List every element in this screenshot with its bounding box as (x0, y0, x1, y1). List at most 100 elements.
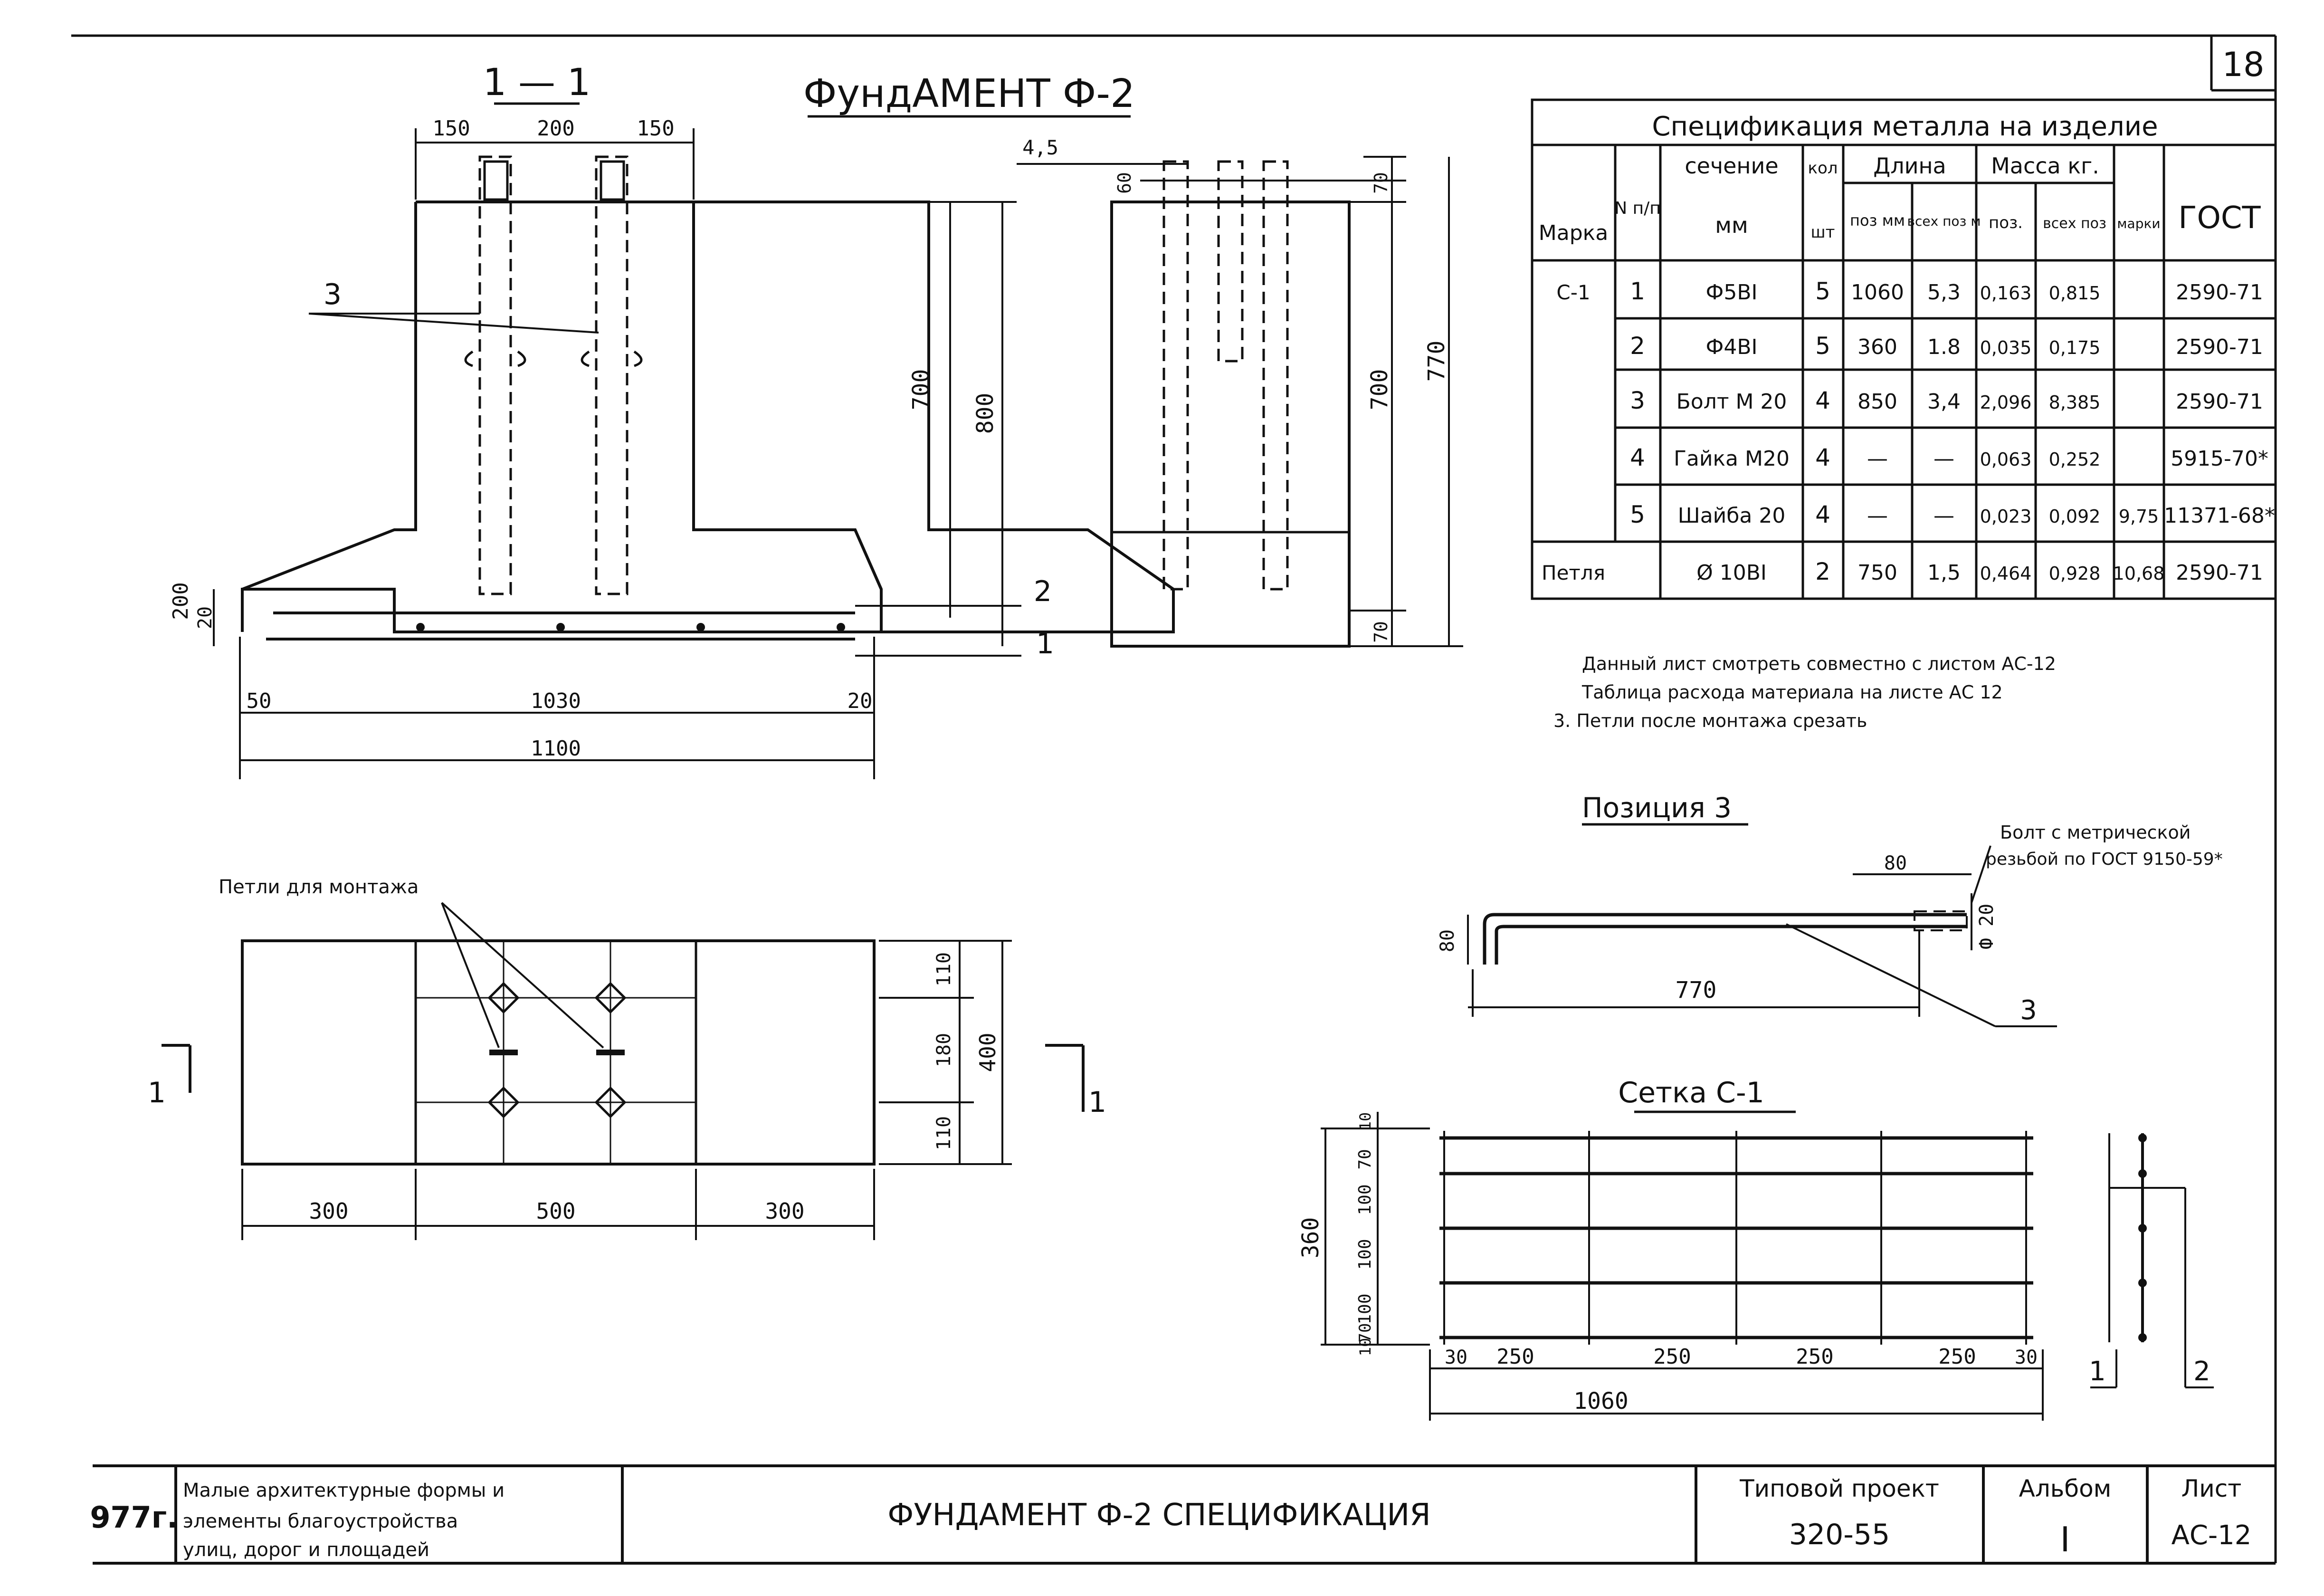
h-n: N п/п (1614, 199, 1661, 218)
side-dim-b: 60 (1114, 172, 1135, 194)
spec-cell-sech: Ф4ВI (1705, 335, 1757, 359)
plan-dim-r2: 180 (933, 1033, 955, 1067)
h-sechenie: сечение (1685, 153, 1778, 179)
spec-cell-len-all: 1,5 (1927, 561, 1961, 585)
plan-dim-2: 500 (536, 1198, 575, 1224)
pos3-dim-left: 80 (1437, 929, 1458, 952)
dim-bottom-total: 1100 (531, 736, 581, 761)
spec-cell-sech: Гайка М20 (1674, 447, 1790, 471)
spec-cell-len-poz: 1060 (1851, 280, 1904, 305)
spec-cell-m-mark: 9,75 (2119, 506, 2159, 527)
spec-cell-sech: Ø 10ВI (1696, 561, 1767, 585)
setka-dim-l7: 10 (1356, 1338, 1374, 1357)
section-label: 1 — 1 (483, 61, 591, 104)
dim-bottom-3: 20 (848, 689, 873, 713)
pos3-dim-top: 80 (1884, 852, 1907, 874)
spec-cell-len-poz: 850 (1857, 390, 1897, 414)
setka-dim-l2: 70 (1355, 1149, 1375, 1169)
spec-cell-sech: Болт М 20 (1676, 390, 1787, 414)
h-dlina-poz: поз мм (1850, 211, 1905, 229)
spec-table-text: Спецификация металла на изделие Марка N … (1539, 111, 2261, 245)
setka-dim-l5: 100 (1355, 1293, 1375, 1324)
spec-table (1531, 98, 2277, 600)
spec-cell-len-all: — (1933, 447, 1954, 471)
tb-org-2: элементы благоустройства (183, 1510, 458, 1532)
setka-callout-1: 1 (2089, 1356, 2106, 1387)
setka-dim-height: 360 (1297, 1217, 1324, 1259)
tb-sheet-label: Лист (2181, 1475, 2242, 1502)
title-block-text: 977г. Малые архитектурные формы и элемен… (90, 1475, 2251, 1561)
h-massa-marki: марки (2117, 216, 2160, 231)
spec-cell-m-poz: 0,063 (1980, 449, 2032, 470)
setka-dim-l1: 10 (1356, 1112, 1374, 1131)
spec-cell-m-all: 0,815 (2049, 283, 2101, 304)
h-sechenie-unit: мм (1715, 212, 1748, 238)
h-kol-unit: шт (1811, 223, 1835, 242)
spec-cell-m-all: 0,928 (2049, 563, 2101, 584)
spec-cell-m-all: 8,385 (2049, 392, 2101, 413)
side-dim-f: 70 (1371, 621, 1391, 643)
pos3-dim-length: 770 (1676, 977, 1717, 1003)
setka-callout-2: 2 (2193, 1356, 2210, 1387)
callout-3: 3 (324, 278, 342, 311)
setka-dim-l3: 100 (1355, 1184, 1375, 1215)
h-massa: Масса кг. (1991, 153, 2099, 179)
setka-dim-b4: 250 (1796, 1345, 1833, 1369)
section-mark-left: 1 (148, 1076, 166, 1109)
anchor-bolts (464, 155, 643, 595)
tb-sheet-value: АС-12 (2172, 1520, 2252, 1551)
h-dlina: Длина (1873, 153, 1946, 179)
dim-top-2: 200 (537, 116, 574, 141)
tb-album-label: Альбом (2019, 1475, 2112, 1502)
h-gost: ГОСТ (2178, 201, 2261, 236)
spec-cell-gost: 2590-71 (2176, 561, 2263, 585)
setka-dim-b1: 30 (1445, 1347, 1467, 1368)
spec-title: Спецификация металла на изделие (1652, 111, 2158, 142)
h-dlina-vseh: всех поз м (1907, 213, 1981, 229)
spec-cell-m-mark: 10,68 (2113, 563, 2165, 584)
setka-dim-b3: 250 (1653, 1345, 1691, 1369)
tb-album-value: I (2060, 1520, 2070, 1559)
spec-cell-m-poz: 0,023 (1980, 506, 2032, 527)
spec-cell-m-all: 0,092 (2049, 506, 2101, 527)
spec-cell-kol: 4 (1815, 501, 1830, 528)
side-dim-e: 770 (1423, 341, 1450, 382)
setka-dim-l6: 70 (1356, 1323, 1375, 1343)
side-dim-c: 70 (1371, 172, 1391, 194)
setka-dim-b5: 250 (1938, 1345, 1976, 1369)
note-3: 3. Петли после монтажа срезать (1553, 710, 1867, 731)
spec-cell-kol: 4 (1815, 444, 1830, 471)
spec-cell-m-poz: 0,464 (1980, 563, 2032, 584)
spec-cell-len-poz: 360 (1857, 335, 1897, 359)
spec-cell-gost: 11371-68* (2164, 504, 2275, 528)
setka-dim-b6: 30 (2015, 1347, 2038, 1368)
callout-1: 1 (1036, 627, 1054, 660)
spec-cell-kol: 4 (1815, 387, 1830, 414)
drawing-title: ФундАМЕНТ Ф-2 (803, 71, 1135, 116)
sheet-number: 18 (2222, 45, 2264, 84)
tb-project-value: 320-55 (1789, 1518, 1890, 1551)
sheet-frame (71, 34, 2277, 1563)
spec-cell-m-poz: 0,035 (1980, 337, 2032, 358)
dim-left-1: 200 (169, 582, 193, 620)
pos3-note-1: Болт с метрической (2000, 822, 2191, 843)
h-kol: кол (1808, 159, 1838, 178)
spec-cell-len-all: 1.8 (1927, 335, 1961, 359)
spec-cell-kol: 2 (1815, 558, 1830, 585)
plan-dim-3: 300 (765, 1198, 804, 1224)
setka-dim-l4: 100 (1355, 1239, 1375, 1270)
dim-right-2: 800 (972, 393, 999, 434)
title-block (93, 1464, 2276, 1565)
pos3-dim-dia: Ф 20 (1976, 904, 1998, 949)
side-dim-d: 700 (1366, 369, 1393, 411)
plan-dim-1: 300 (309, 1198, 348, 1224)
plan-view: Петли для монтажа (148, 876, 1106, 1240)
pos3-note-2: резьбой по ГОСТ 9150-59* (1986, 850, 2223, 869)
spec-cell-n: 2 (1630, 332, 1645, 360)
section-mark-right: 1 (1088, 1086, 1106, 1119)
note-1: Данный лист смотреть совместно с листом … (1582, 653, 2056, 674)
setka-c1: Сетка С-1 (1297, 1076, 2214, 1421)
tb-sheet-title: ФУНДАМЕНТ Ф-2 СПЕЦИФИКАЦИЯ (887, 1498, 1431, 1533)
